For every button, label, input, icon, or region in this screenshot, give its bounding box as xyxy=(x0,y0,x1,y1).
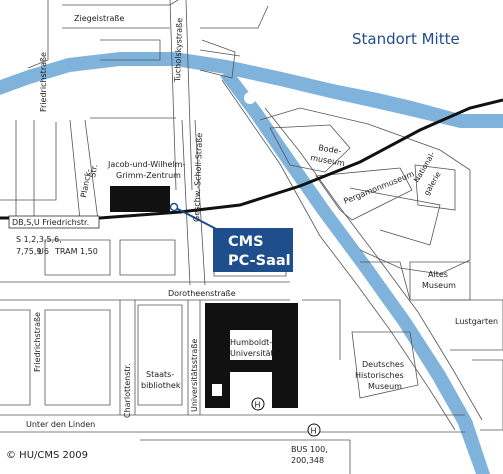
building-hu-courtyard xyxy=(212,384,222,396)
block-lustgarten xyxy=(440,299,503,351)
street-tucholskystrasse: Tucholskystraße xyxy=(173,18,184,83)
pc-saal-marker xyxy=(169,202,179,212)
block-left-4 xyxy=(119,239,176,276)
spree-arm xyxy=(220,70,490,474)
place-dhm-1: Deutsches xyxy=(362,360,404,369)
street-planck-2: Str. xyxy=(88,164,99,179)
block-ziegel-r xyxy=(200,5,269,29)
block-gsch-r xyxy=(194,119,206,286)
street-friedrichstrasse-bottom: Friedrichstraße xyxy=(33,312,42,372)
street-universitaetsstrasse: Universitätsstraße xyxy=(190,339,199,412)
place-altes-1: Altes xyxy=(428,270,448,279)
block-island-west xyxy=(199,39,236,79)
callout-line2: PC-Saal xyxy=(228,253,291,269)
place-lustgarten: Lustgarten xyxy=(455,317,498,326)
block-nw-2 xyxy=(0,122,57,201)
transit-s-lines: S 1,2,3,5,6, xyxy=(16,235,62,244)
place-humboldt-2: Universität xyxy=(230,349,274,358)
spree-island-pond xyxy=(244,92,256,104)
place-humboldt-1: Humboldt- xyxy=(230,338,272,347)
block-left-2 xyxy=(44,309,111,406)
block-national xyxy=(414,164,456,211)
block-ziegel-r2 xyxy=(199,49,241,57)
station-label-bg xyxy=(8,215,100,229)
hu-stop-icon xyxy=(251,397,265,411)
block-river-west xyxy=(221,79,456,431)
hu-stop-symbol: H xyxy=(255,401,261,410)
block-tuchol-l xyxy=(169,0,177,191)
block-ziegel-1 xyxy=(62,0,179,6)
block-left-1 xyxy=(0,309,31,406)
place-jacob-grimm-2: Grimm-Zentrum xyxy=(116,171,181,180)
block-gsch-l xyxy=(181,119,191,286)
block-left-3 xyxy=(44,239,111,276)
bus-line-2: 200,348 xyxy=(291,456,324,465)
block-pergamon-2 xyxy=(349,187,441,246)
block-tucho-top xyxy=(100,39,161,61)
block-planck-2 xyxy=(84,119,99,221)
street-unter-den-linden: Unter den Linden xyxy=(26,420,95,429)
transit-tram: TRAM 1,50 xyxy=(54,247,98,256)
spree-main xyxy=(0,52,503,128)
place-pergamon: Pergamonmuseum xyxy=(342,169,415,206)
block-east-1 xyxy=(360,261,411,301)
callout-pointer xyxy=(173,206,223,233)
block-nw xyxy=(27,0,49,69)
street-friedrichstrasse-top: Friedrichstraße xyxy=(39,52,48,112)
street-geschw-scholl: Geschw.-Scholl-Straße xyxy=(192,133,204,222)
block-staats xyxy=(137,304,183,406)
place-bode-1: Bode- xyxy=(318,143,343,156)
street-charlottenstr: Charlottenstr. xyxy=(123,363,132,418)
block-pergamon xyxy=(315,167,413,221)
block-bode xyxy=(269,124,351,173)
callout-box xyxy=(213,228,293,272)
place-dhm-2: Historisches xyxy=(355,371,404,380)
building-humboldt-universitaet xyxy=(205,303,298,408)
transit-u-line: U6 xyxy=(38,247,49,256)
bus-stop-symbol: H xyxy=(311,427,317,436)
block-tuchol-r xyxy=(185,0,193,191)
street-dorotheenstrasse: Dorotheenstraße xyxy=(168,289,236,298)
place-staats-2: bibliothek xyxy=(141,381,181,390)
copyright: © HU/CMS 2009 xyxy=(6,450,88,461)
place-dhm-3: Museum xyxy=(368,382,402,391)
bus-line-1: BUS 100, xyxy=(291,445,328,454)
railway-line xyxy=(0,98,503,220)
transit-s-lines2: 7,75,9 xyxy=(16,247,41,256)
block-planck xyxy=(69,119,81,221)
station-label: DB,S,U Friedrichstr. xyxy=(12,218,89,227)
bus-stop-icon xyxy=(307,423,321,437)
river-spree xyxy=(0,52,503,474)
block-bottom-row xyxy=(140,439,351,474)
block-east-2 xyxy=(472,359,503,431)
map-title: Standort Mitte xyxy=(352,30,460,48)
block-museum-island xyxy=(259,107,471,275)
place-staats-1: Staats- xyxy=(146,370,174,379)
street-ziegelstrasse: Ziegelstraße xyxy=(74,14,124,23)
callout-line1: CMS xyxy=(228,234,264,250)
place-altes-2: Museum xyxy=(422,281,456,290)
block-mid-3 xyxy=(302,299,341,360)
place-jacob-grimm-1: Jacob-und-Wilhelm- xyxy=(107,160,185,169)
block-dhm xyxy=(351,331,419,399)
building-grimm-zentrum xyxy=(110,186,170,212)
buildings xyxy=(110,186,298,408)
